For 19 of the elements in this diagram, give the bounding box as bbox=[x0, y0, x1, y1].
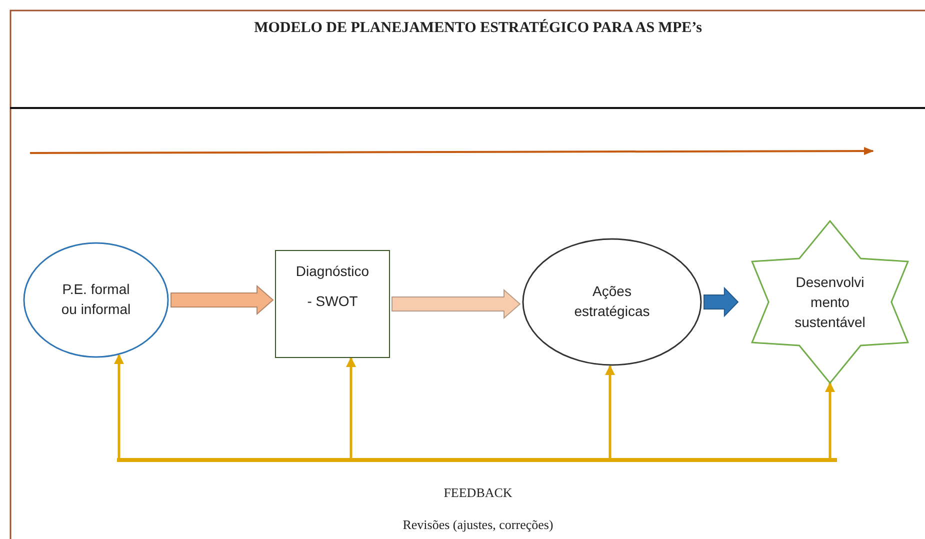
circle-node bbox=[522, 238, 702, 366]
node-label: P.E. formal ou informal bbox=[60, 280, 132, 319]
node-label: Desenvolvi mento sustentável bbox=[794, 272, 866, 332]
arrow bbox=[825, 382, 835, 458]
note-text: Revisões (ajustes, correções) bbox=[402, 517, 554, 533]
arrow bbox=[346, 357, 356, 458]
arrow bbox=[605, 364, 615, 458]
feedback-bar bbox=[117, 458, 837, 462]
arrow bbox=[114, 354, 124, 458]
block-arrow bbox=[704, 286, 739, 318]
feedback-label: FEEDBACK bbox=[444, 485, 512, 501]
process-box bbox=[275, 250, 390, 358]
box-heading: Diagnóstico bbox=[296, 263, 370, 279]
node-label: Ações estratégicas bbox=[573, 282, 651, 321]
ellipse-node bbox=[23, 242, 169, 358]
block-arrow bbox=[392, 288, 521, 320]
node-label: - SWOT bbox=[307, 293, 358, 309]
block-arrow bbox=[170, 284, 274, 316]
diagram-title: MODELO DE PLANEJAMENTO ESTRATÉGICO PARA AS MPE’s bbox=[254, 20, 702, 37]
